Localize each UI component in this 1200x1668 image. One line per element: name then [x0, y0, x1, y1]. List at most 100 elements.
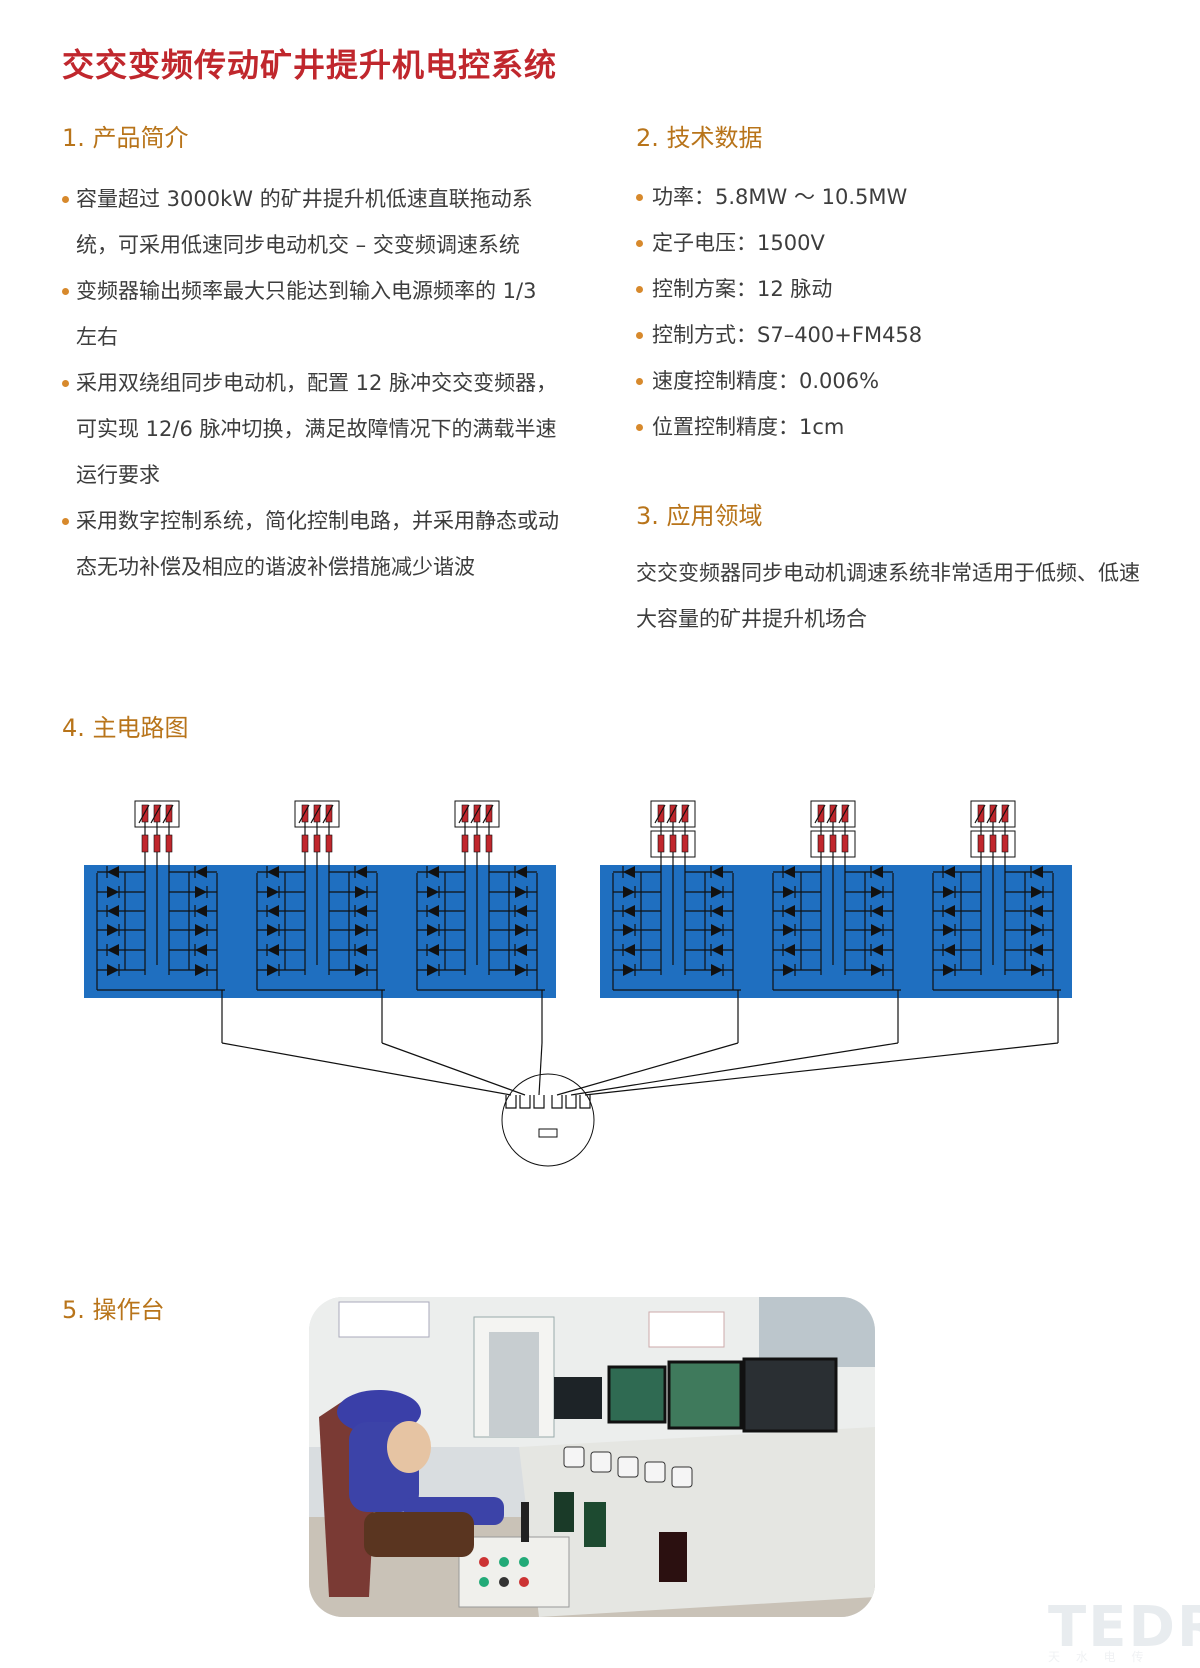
application-heading: 3. 应用领域	[636, 502, 763, 530]
diode-icon	[711, 964, 723, 976]
motor-terminal	[565, 1095, 577, 1109]
bullet-icon	[62, 380, 69, 387]
diode-icon	[623, 964, 635, 976]
diode-icon	[515, 866, 527, 878]
fuse-icon	[461, 834, 469, 853]
fuse-icon	[473, 834, 481, 853]
diode-icon	[623, 944, 635, 956]
diode-icon	[107, 924, 119, 936]
diode-icon	[515, 905, 527, 917]
diode-icon	[355, 964, 367, 976]
diode-icon	[943, 924, 955, 936]
diode-icon	[427, 886, 439, 898]
tech-item: 控制方案：12 脉动	[636, 266, 1136, 312]
fuse-icon	[1001, 804, 1009, 823]
diode-icon	[195, 964, 207, 976]
diode-icon	[943, 866, 955, 878]
circuit-heading: 4. 主电路图	[62, 714, 189, 742]
transformer-box	[134, 800, 180, 828]
fuse-icon	[165, 804, 173, 823]
intro-list: 容量超过 3000kW 的矿井提升机低速直联拖动系统，可采用低速同步电动机交 –…	[62, 176, 562, 590]
main-circuit-diagram	[84, 800, 1072, 1167]
tech-item: 定子电压：1500V	[636, 220, 1136, 266]
fuse-icon	[325, 804, 333, 823]
diode-icon	[107, 886, 119, 898]
tech-item: 控制方式：S7–400+FM458	[636, 312, 1136, 358]
fuse-icon	[485, 804, 493, 823]
diode-icon	[267, 886, 279, 898]
diode-icon	[1031, 886, 1043, 898]
diode-icon	[355, 944, 367, 956]
diode-icon	[1031, 964, 1043, 976]
diode-icon	[1031, 905, 1043, 917]
transformer-box	[970, 830, 1016, 858]
diode-icon	[943, 905, 955, 917]
converter-panel	[84, 865, 556, 998]
fuse-icon	[153, 834, 161, 853]
diode-icon	[107, 905, 119, 917]
diode-icon	[515, 964, 527, 976]
diode-icon	[871, 944, 883, 956]
transformer-box	[294, 800, 340, 828]
motor-terminal	[533, 1095, 545, 1109]
fuse-icon	[153, 804, 161, 823]
transformer-box	[454, 800, 500, 828]
fuse-icon	[473, 804, 481, 823]
tech-list: 功率：5.8MW ～ 10.5MW 定子电压：1500V 控制方案：12 脉动 …	[636, 174, 1136, 450]
diode-icon	[871, 924, 883, 936]
fuse-icon	[817, 804, 825, 823]
page-title: 交交变频传动矿井提升机电控系统	[62, 46, 558, 84]
fuse-icon	[989, 804, 997, 823]
diode-icon	[355, 905, 367, 917]
console-heading: 5. 操作台	[62, 1296, 165, 1324]
fuse-icon	[829, 804, 837, 823]
diode-icon	[943, 886, 955, 898]
diode-icon	[515, 944, 527, 956]
fuse-icon	[841, 804, 849, 823]
intro-heading: 1. 产品简介	[62, 124, 189, 152]
bullet-icon	[636, 286, 643, 293]
diode-icon	[783, 905, 795, 917]
diode-icon	[783, 866, 795, 878]
tech-item: 功率：5.8MW ～ 10.5MW	[636, 174, 1136, 220]
console-photo	[309, 1297, 875, 1617]
tech-heading: 2. 技术数据	[636, 124, 763, 152]
diode-icon	[871, 964, 883, 976]
fuse-icon	[141, 834, 149, 853]
diode-icon	[623, 886, 635, 898]
fuse-icon	[301, 804, 309, 823]
fuse-icon	[141, 804, 149, 823]
diode-icon	[107, 944, 119, 956]
motor-terminal	[551, 1095, 563, 1109]
transformer-box	[650, 800, 696, 828]
bullet-icon	[636, 194, 643, 201]
diode-icon	[355, 886, 367, 898]
diode-icon	[195, 886, 207, 898]
fuse-icon	[313, 834, 321, 853]
diode-icon	[943, 964, 955, 976]
diode-icon	[783, 886, 795, 898]
diode-icon	[427, 944, 439, 956]
bullet-icon	[636, 424, 643, 431]
fuse-icon	[325, 834, 333, 853]
fuse-icon	[977, 834, 985, 853]
diode-icon	[943, 944, 955, 956]
diode-icon	[711, 905, 723, 917]
diode-icon	[267, 964, 279, 976]
diode-icon	[1031, 924, 1043, 936]
diode-icon	[107, 964, 119, 976]
bullet-icon	[62, 518, 69, 525]
transformer-box	[970, 800, 1016, 828]
intro-item: 采用数字控制系统，简化控制电路，并采用静态或动态无功补偿及相应的谐波补偿措施减少…	[62, 498, 562, 590]
logo-text: TEDRI	[1048, 1595, 1200, 1660]
fuse-icon	[989, 834, 997, 853]
bullet-icon	[636, 378, 643, 385]
diode-icon	[195, 905, 207, 917]
bullet-icon	[62, 288, 69, 295]
diode-icon	[427, 905, 439, 917]
diode-icon	[515, 924, 527, 936]
fuse-icon	[681, 804, 689, 823]
fuse-icon	[165, 834, 173, 853]
diode-icon	[783, 924, 795, 936]
tech-item: 位置控制精度：1cm	[636, 404, 1136, 450]
